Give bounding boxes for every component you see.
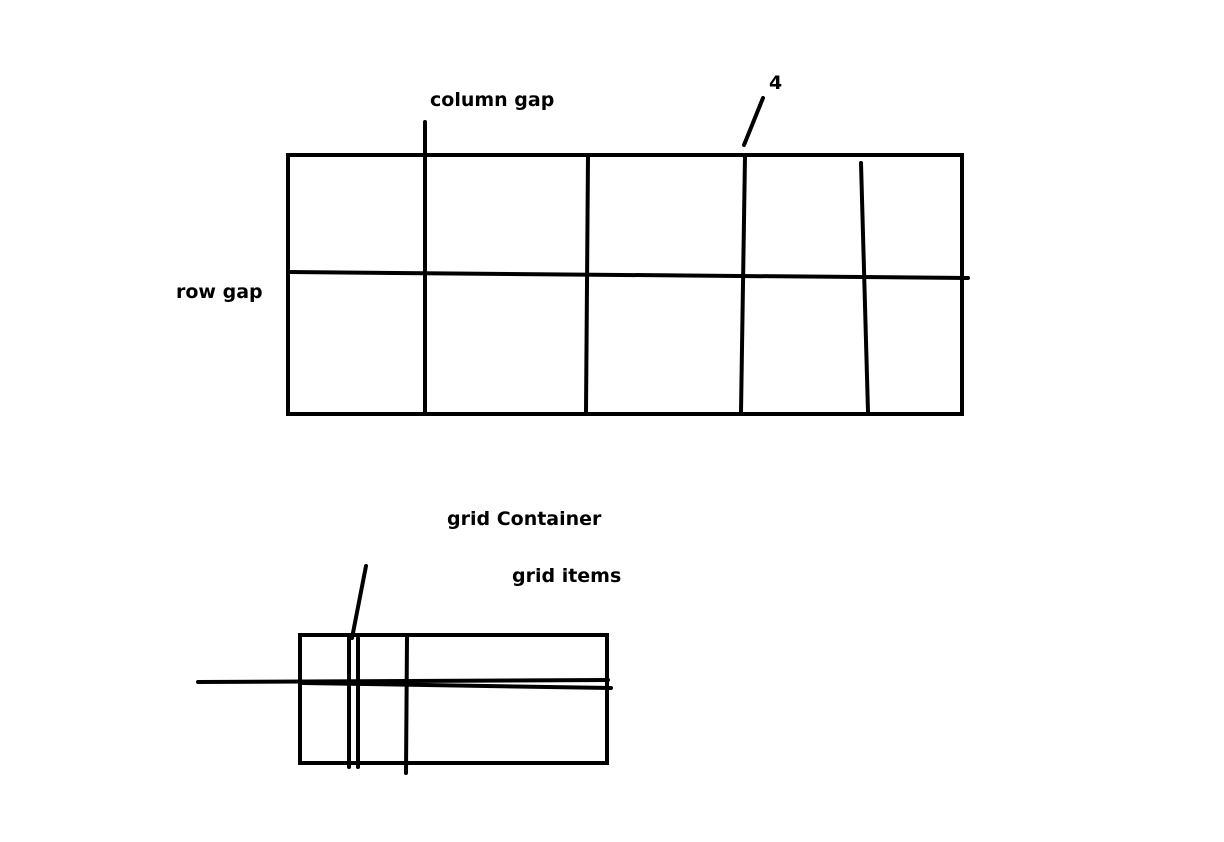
small-grid-row-line-2	[301, 681, 613, 690]
pointer-to-grid-items	[350, 564, 368, 640]
pointer-to-four	[742, 96, 765, 147]
large-grid-row-line	[286, 270, 970, 280]
grid-items-label: grid items	[512, 565, 622, 587]
small-grid-column-line-3	[404, 636, 409, 775]
small-grid-container	[298, 633, 609, 765]
column-gap-label: column gap	[430, 89, 555, 111]
small-grid-row-line-1	[196, 678, 610, 684]
number-four-label: 4	[769, 72, 783, 94]
large-grid-container	[286, 153, 964, 416]
large-grid-column-line-4	[859, 161, 870, 414]
row-gap-label: row gap	[176, 281, 263, 303]
large-grid-column-line-3	[739, 154, 747, 414]
grid-container-label: grid Container	[447, 508, 602, 530]
large-grid-column-line-2	[584, 154, 590, 414]
